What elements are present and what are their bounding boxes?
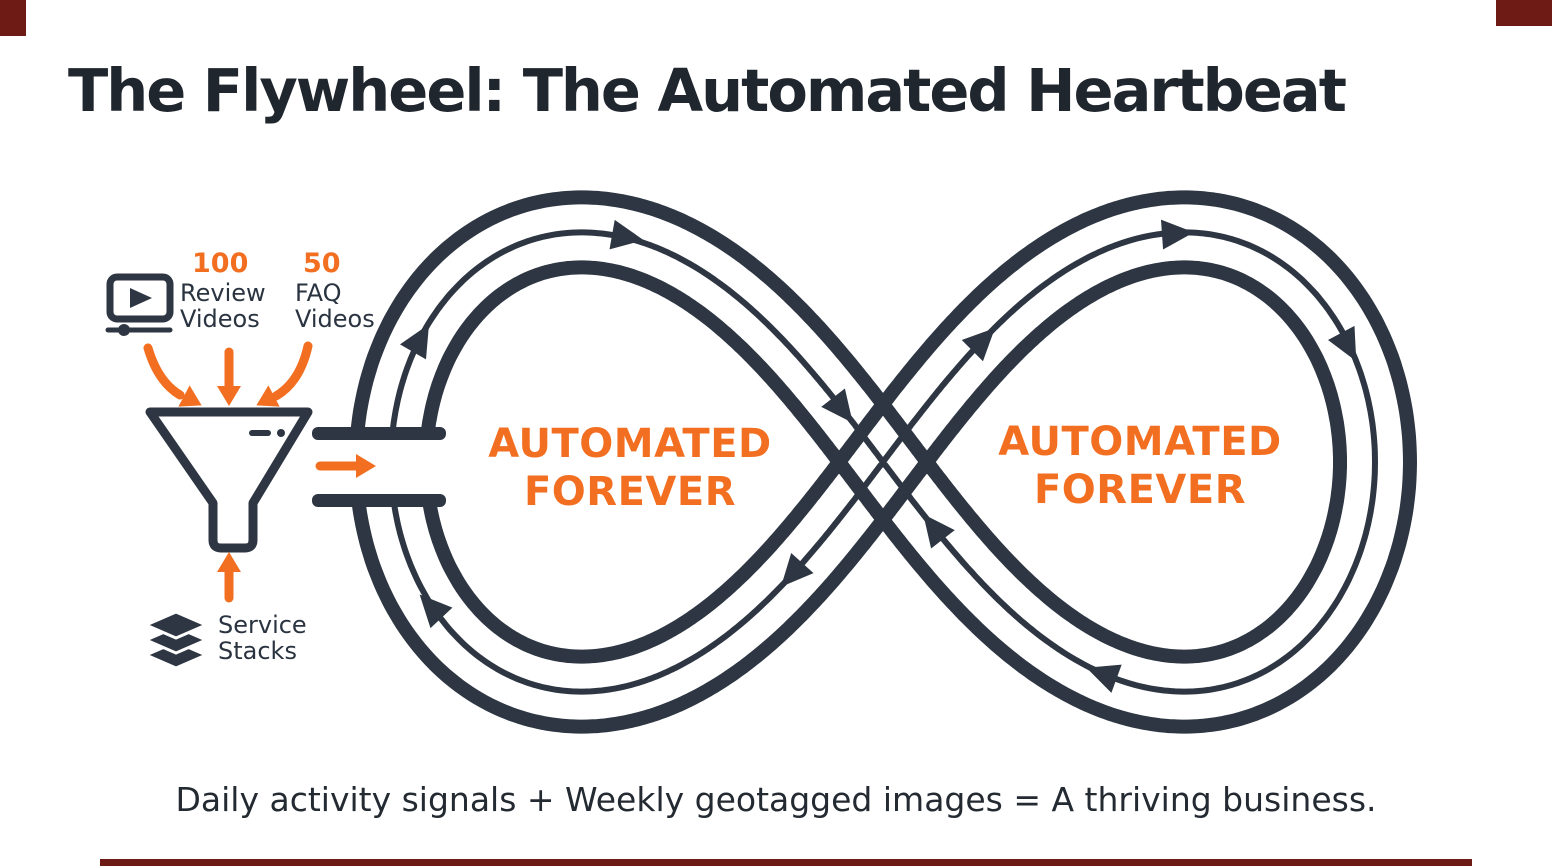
review-videos-count: 100 (192, 248, 249, 279)
review-videos-label-line2: Videos (180, 305, 260, 333)
right-arrowhead-icon (356, 454, 376, 478)
right-loop-label-line1: AUTOMATED (998, 419, 1282, 465)
input-review-videos: 100 Review Videos (180, 248, 266, 332)
frame-artifact-bottom (100, 859, 1472, 866)
page-title: The Flywheel: The Automated Heartbeat (68, 56, 1347, 125)
right-loop-label: AUTOMATED FOREVER (930, 418, 1350, 514)
bottom-caption: Daily activity signals + Weekly geotagge… (175, 780, 1377, 819)
funnel-to-loop-channel (312, 427, 446, 507)
left-loop-label-line1: AUTOMATED (488, 421, 772, 467)
frame-artifact-top-right (1496, 0, 1552, 26)
video-player-icon (105, 273, 174, 336)
left-loop-label-line2: FOREVER (523, 469, 737, 515)
service-stacks-label-line2: Stacks (218, 637, 297, 665)
curved-down-arrow-right-icon (271, 341, 313, 401)
service-stacks-label-line1: Service (218, 611, 307, 639)
layers-stack-icon (142, 610, 210, 670)
funnel-icon (145, 407, 313, 553)
curved-down-arrow-left-icon (143, 343, 185, 400)
input-service-stacks: Service Stacks (218, 612, 307, 664)
orange-arrow-icons (143, 341, 313, 603)
faq-videos-label-line1: FAQ (295, 279, 342, 307)
input-faq-videos: 50 FAQ Videos (295, 248, 375, 332)
faq-videos-count: 50 (303, 248, 341, 279)
frame-artifact-top-left (0, 0, 26, 36)
left-loop-label: AUTOMATED FOREVER (420, 420, 840, 516)
faq-videos-label-line2: Videos (295, 305, 375, 333)
right-loop-label-line2: FOREVER (1033, 467, 1247, 513)
review-videos-label-line1: Review (180, 279, 266, 307)
